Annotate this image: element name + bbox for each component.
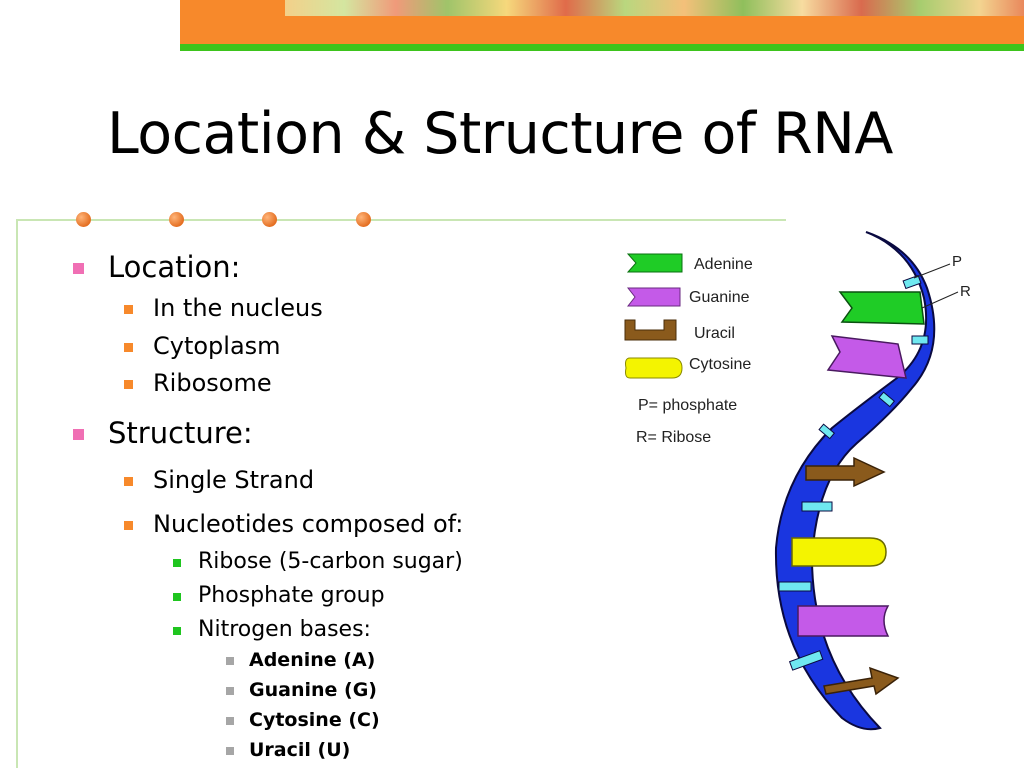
list-item: Ribose (5-carbon sugar) bbox=[173, 549, 463, 574]
list-item: In the nucleus bbox=[124, 294, 323, 322]
bullet-text: Cytosine (C) bbox=[249, 709, 380, 731]
p-pointer-line bbox=[913, 263, 951, 279]
list-item: Cytoplasm bbox=[124, 332, 281, 360]
pink-bullet-marker bbox=[73, 263, 84, 274]
gray-bullet-marker bbox=[226, 657, 234, 665]
gray-bullet-marker bbox=[226, 747, 234, 755]
bullet-text: In the nucleus bbox=[153, 294, 323, 322]
bullet-text: Structure bbox=[108, 416, 243, 450]
r-pointer-line bbox=[921, 291, 959, 309]
green-bullet-marker bbox=[173, 593, 181, 601]
green-bullet-marker bbox=[173, 559, 181, 567]
bullet-text: Phosphate group bbox=[198, 583, 385, 608]
legend-ribose-label: R= Ribose bbox=[636, 429, 712, 446]
bullet-text: Nitrogen bases: bbox=[198, 617, 371, 642]
bullet-text: Adenine (A) bbox=[249, 649, 376, 671]
bullet-text: Ribose (5-carbon sugar) bbox=[198, 549, 463, 574]
list-item: Guanine (G) bbox=[226, 679, 377, 701]
bullet-location: Location: bbox=[73, 250, 241, 284]
slide-title: Location & Structure of RNA bbox=[107, 101, 893, 167]
list-item: Nitrogen bases: bbox=[173, 617, 371, 642]
orange-bullet-marker bbox=[124, 380, 133, 389]
legend-uracil-label: Uracil bbox=[694, 325, 735, 342]
bullet-text: Uracil (U) bbox=[249, 739, 351, 761]
guanine-base bbox=[797, 605, 890, 637]
bullet-text: Nucleotides composed of bbox=[153, 510, 456, 538]
bullet-colon: : bbox=[455, 510, 464, 538]
divider-horizontal bbox=[16, 219, 786, 221]
gray-bullet-marker bbox=[226, 687, 234, 695]
list-item: Single Strand bbox=[124, 466, 315, 494]
r-label: R bbox=[960, 283, 971, 300]
legend-swatches bbox=[624, 253, 683, 379]
orange-bullet-marker bbox=[124, 305, 133, 314]
uracil-swatch bbox=[624, 319, 677, 341]
header-green-stripe bbox=[180, 44, 1024, 51]
list-item: Phosphate group bbox=[173, 583, 385, 608]
decorative-dot bbox=[356, 212, 371, 227]
list-item: Uracil (U) bbox=[226, 739, 351, 761]
uracil-base bbox=[823, 666, 900, 696]
phosphate-segments bbox=[778, 274, 929, 671]
bullet-colon: : bbox=[230, 250, 241, 284]
bullet-text: Guanine (G) bbox=[249, 679, 377, 701]
orange-bullet-marker bbox=[124, 343, 133, 352]
bullet-colon: : bbox=[242, 416, 253, 450]
decorative-dot bbox=[169, 212, 184, 227]
bullet-text: Cytoplasm bbox=[153, 332, 281, 360]
legend-phosphate-label: P= phosphate bbox=[638, 397, 738, 414]
divider-vertical bbox=[16, 219, 18, 768]
list-item: Adenine (A) bbox=[226, 649, 376, 671]
p-label: P bbox=[952, 253, 962, 270]
uracil-base bbox=[805, 456, 886, 488]
legend-cytosine-label: Cytosine bbox=[689, 356, 752, 373]
decorative-dot bbox=[262, 212, 277, 227]
gray-bullet-marker bbox=[226, 717, 234, 725]
list-item: Ribosome bbox=[124, 369, 272, 397]
bullet-text: Ribosome bbox=[153, 369, 272, 397]
orange-bullet-marker bbox=[124, 477, 133, 486]
bullet-text: Location bbox=[108, 250, 231, 284]
green-bullet-marker bbox=[173, 627, 181, 635]
guanine-base bbox=[826, 335, 907, 379]
rna-legend: Adenine Guanine Uracil Cytosine P= phosp… bbox=[620, 248, 790, 448]
cytosine-swatch bbox=[625, 357, 683, 379]
adenine-base bbox=[838, 291, 925, 325]
adenine-swatch bbox=[626, 253, 683, 273]
sugar-phosphate-backbone bbox=[774, 231, 936, 731]
decorative-dot bbox=[76, 212, 91, 227]
header-photo-strip bbox=[285, 0, 1024, 16]
list-item: Cytosine (C) bbox=[226, 709, 380, 731]
rna-strand-diagram: P R bbox=[774, 231, 971, 731]
bullet-structure: Structure: bbox=[73, 416, 253, 450]
guanine-swatch bbox=[626, 287, 681, 307]
list-item: Nucleotides composed of: bbox=[124, 510, 464, 538]
orange-bullet-marker bbox=[124, 521, 133, 530]
pink-bullet-marker bbox=[73, 429, 84, 440]
bullet-text: Single Strand bbox=[153, 466, 315, 494]
cytosine-base bbox=[791, 537, 887, 567]
legend-adenine-label: Adenine bbox=[694, 256, 753, 273]
legend-guanine-label: Guanine bbox=[689, 289, 750, 306]
